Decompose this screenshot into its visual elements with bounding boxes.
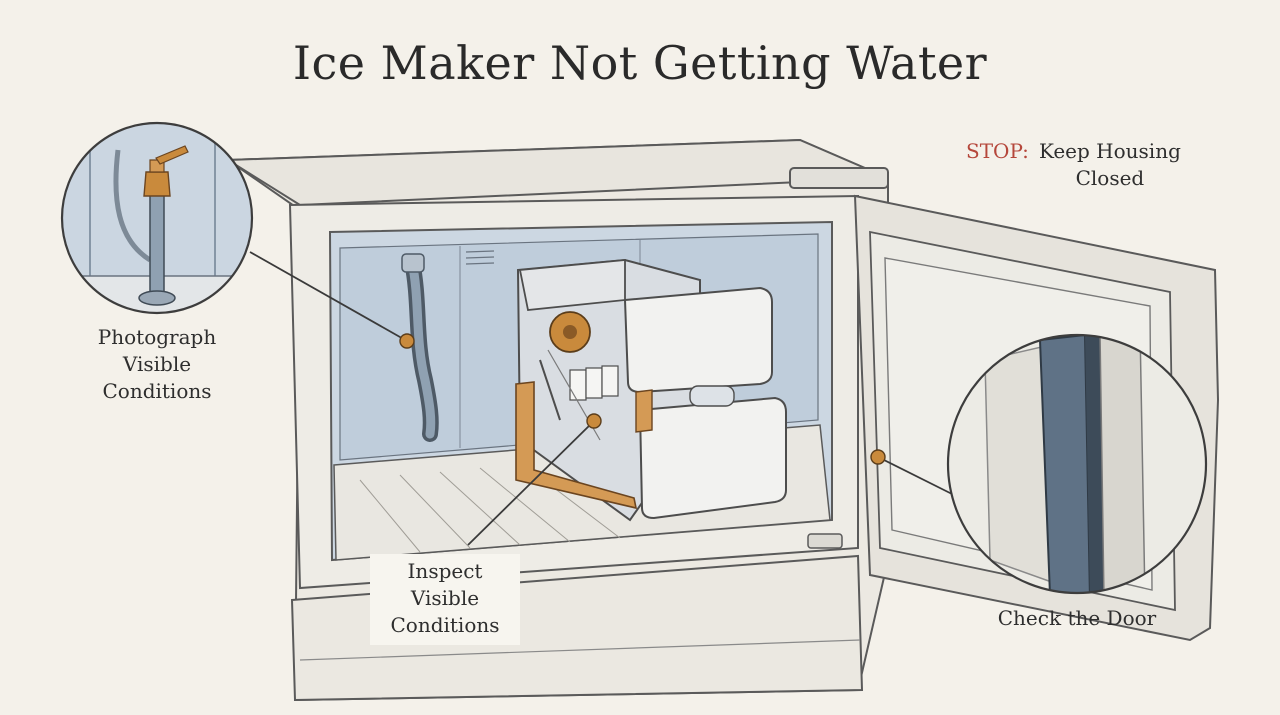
leader-photograph bbox=[249, 251, 408, 342]
callout-dot-ice-maker bbox=[586, 413, 602, 429]
label-check-door: Check the Door bbox=[997, 606, 1157, 630]
door-hinge bbox=[807, 533, 843, 549]
water-hose bbox=[401, 253, 439, 442]
label-inspect: Inspect Visible Conditions bbox=[370, 554, 520, 645]
leader-inspect bbox=[467, 420, 595, 546]
ice-maker-unit bbox=[515, 258, 787, 522]
label-photograph-line-1: Photograph bbox=[97, 325, 217, 349]
callout-lines bbox=[249, 251, 953, 546]
callout-dot-door bbox=[870, 449, 886, 465]
stop-message-line-1: Keep Housing bbox=[1038, 139, 1181, 163]
latch bbox=[789, 167, 889, 189]
magnifier-door-gasket bbox=[946, 333, 1208, 595]
label-photograph: Photograph Visible Conditions bbox=[62, 324, 252, 405]
label-inspect-line-2: Visible bbox=[410, 586, 480, 610]
leader-door bbox=[877, 456, 953, 495]
callout-dot-hose bbox=[399, 333, 415, 349]
stop-message-line-2: Closed bbox=[1075, 166, 1145, 190]
label-inspect-line-3: Conditions bbox=[390, 613, 500, 637]
stop-prefix: STOP: bbox=[966, 139, 1029, 163]
label-inspect-line-1: Inspect bbox=[407, 559, 483, 583]
diagram-title: Ice Maker Not Getting Water bbox=[292, 36, 988, 90]
label-photograph-line-2: Visible bbox=[122, 352, 192, 376]
magnifier-water-inlet bbox=[60, 121, 254, 315]
label-photograph-line-3: Conditions bbox=[102, 379, 212, 403]
